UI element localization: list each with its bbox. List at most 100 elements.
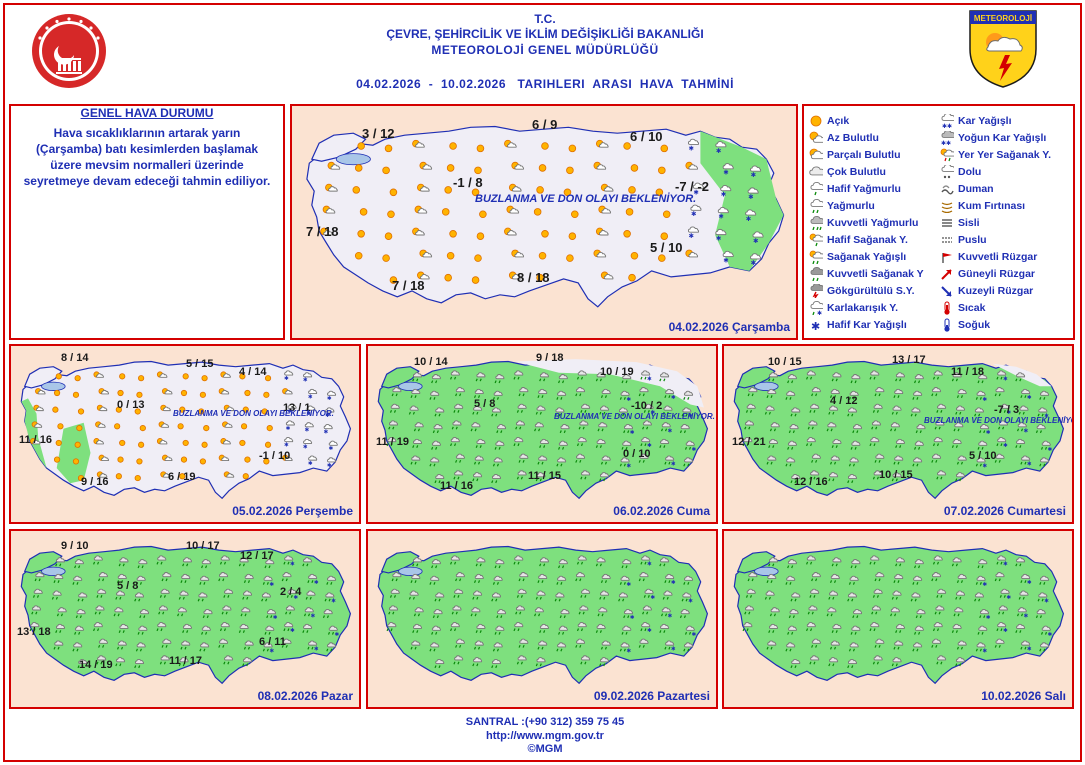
- map-date: 06.02.2026 Cuma: [613, 504, 710, 518]
- weather-icon: [556, 457, 567, 467]
- legend-label: Sisli: [958, 216, 980, 229]
- footer-url[interactable]: http://www.mgm.gov.tr: [486, 730, 604, 742]
- weather-icon: [513, 437, 524, 447]
- weather-icon: [541, 142, 549, 150]
- weather-icon: [326, 575, 337, 585]
- legend-label: Duman: [958, 182, 994, 195]
- weather-icon: [869, 437, 880, 447]
- weather-icon: [429, 642, 440, 652]
- weather-icon: ✱: [717, 206, 729, 221]
- weather-icon: [134, 408, 141, 415]
- weather-icon: [580, 470, 591, 480]
- haze-icon: [942, 236, 952, 243]
- svg-text:✱: ✱: [986, 614, 991, 621]
- legend-item: Kuzeyli Rüzgar: [940, 282, 1073, 299]
- weather-icon: [994, 638, 1005, 648]
- weather-icon: [357, 230, 365, 238]
- weather-icon: [410, 573, 421, 584]
- weather-icon: [895, 372, 905, 382]
- weather-icon: [135, 575, 146, 585]
- weather-icon: [77, 592, 88, 602]
- temp-label: 5 / 10: [650, 240, 683, 255]
- legend-item: Kuvvetli Yağmurlu: [809, 214, 949, 231]
- weather-icon: [93, 622, 103, 632]
- weather-icon: [638, 453, 649, 463]
- weather-icon: [1039, 642, 1050, 652]
- weather-icon: [974, 592, 984, 602]
- weather-icon: [685, 249, 699, 258]
- weather-icon: [829, 573, 840, 584]
- temp-label: 12 / 21: [732, 436, 766, 448]
- weather-icon: [828, 405, 839, 415]
- weather-icon: [180, 456, 188, 463]
- weather-icon: [322, 205, 336, 214]
- weather-icon: [504, 139, 517, 148]
- weather-icon: [492, 575, 503, 585]
- weather-icon: [220, 438, 231, 445]
- weather-icon: [977, 559, 988, 569]
- weather-icon: [471, 188, 480, 197]
- weather-icon: [953, 422, 964, 432]
- weather-icon: [475, 372, 486, 382]
- weather-icon: [116, 640, 127, 650]
- weather-icon: [994, 572, 1005, 582]
- weather-icon: [1035, 423, 1046, 434]
- temp-label: 10 / 15: [879, 469, 913, 481]
- weather-icon: [455, 453, 465, 463]
- weather-icon: ✱: [303, 372, 313, 384]
- weather-icon: [576, 555, 587, 565]
- weather-icon: [134, 592, 144, 602]
- weather-icon: [787, 625, 797, 635]
- legend-item: ✱Hafif Kar Yağışlı: [809, 316, 949, 333]
- weather-icon: [389, 188, 398, 197]
- temp-label: -7 / 3: [994, 404, 1020, 416]
- weather-icon: ✱: [999, 588, 1011, 601]
- weather-icon: [1039, 390, 1050, 400]
- weather-icon: ✱: [684, 625, 697, 638]
- weather-icon: [575, 453, 586, 463]
- svg-text:✱: ✱: [716, 148, 721, 155]
- temp-label: 9 / 18: [536, 352, 564, 364]
- svg-text:✱: ✱: [626, 647, 631, 654]
- weather-icon: [558, 625, 568, 635]
- weather-icon: [829, 640, 840, 650]
- weather-icon: [136, 458, 143, 465]
- temp-label: 13 / 17: [892, 354, 926, 366]
- weather-icon: [683, 457, 694, 467]
- weather-icon: [951, 438, 962, 448]
- weather-icon: ✱: [643, 403, 655, 416]
- temp-label: 8 / 18: [517, 270, 550, 285]
- svg-text:✱: ✱: [311, 612, 316, 619]
- weather-icon: [1039, 457, 1050, 467]
- weather-icon: [659, 557, 670, 567]
- heavy-shower-icon: [810, 266, 823, 281]
- weather-icon: [386, 622, 397, 632]
- weather-icon: [872, 655, 883, 665]
- weather-icon: [893, 573, 904, 584]
- weather-icon: [912, 642, 923, 652]
- weather-icon: [221, 605, 232, 615]
- weather-icon: ✱: [750, 165, 762, 179]
- weather-icon: [659, 438, 670, 448]
- weather-icon: [1035, 608, 1046, 619]
- weather-icon: [474, 166, 482, 175]
- weather-icon: [72, 575, 83, 585]
- weather-icon: [243, 573, 254, 584]
- weather-icon: ✱: [306, 405, 316, 417]
- weather-icon: [412, 623, 423, 633]
- weather-icon: [598, 205, 612, 214]
- weather-icon: [811, 453, 821, 463]
- weather-icon: [535, 590, 546, 600]
- weather-icon: ✱: [262, 642, 274, 654]
- svg-text:✱: ✱: [630, 614, 635, 621]
- temp-label: 3 / 12: [362, 126, 395, 141]
- svg-text:✱: ✱: [1003, 627, 1008, 634]
- weather-icon: [536, 186, 544, 194]
- weather-icon: [201, 375, 208, 382]
- svg-text:✱: ✱: [1024, 427, 1029, 434]
- thunder-icon: [810, 283, 823, 298]
- weather-icon: [956, 640, 967, 650]
- weather-icon: [266, 425, 273, 432]
- weather-icon: [354, 164, 363, 172]
